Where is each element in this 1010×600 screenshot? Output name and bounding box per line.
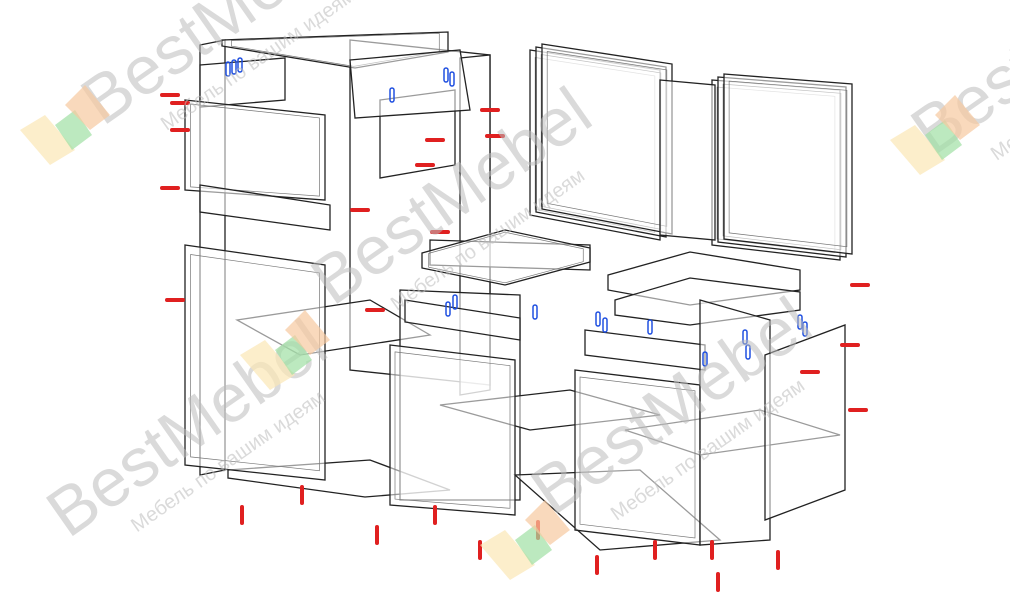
cam-fitting bbox=[647, 319, 653, 335]
logo-yellow-leaf bbox=[20, 115, 75, 165]
cam-fitting bbox=[449, 71, 455, 87]
cam-fitting bbox=[443, 67, 449, 83]
wall-door-right-3-inner bbox=[728, 80, 848, 248]
screw-horizontal bbox=[430, 230, 450, 234]
base-right-back bbox=[699, 299, 771, 546]
base-left-door bbox=[389, 344, 516, 516]
tall-cabinet-door-inner bbox=[190, 254, 320, 472]
screw-vertical bbox=[375, 525, 379, 545]
base-left-door-inner bbox=[394, 351, 511, 509]
wall-door-right-3 bbox=[723, 73, 853, 255]
cam-fitting bbox=[225, 61, 231, 77]
screw-vertical bbox=[776, 550, 780, 570]
screw-vertical bbox=[240, 505, 244, 525]
screw-vertical bbox=[716, 572, 720, 592]
cam-fitting bbox=[802, 321, 808, 337]
oven-frame-inner bbox=[190, 103, 320, 197]
cam-fitting bbox=[797, 314, 803, 330]
screw-horizontal bbox=[170, 128, 190, 132]
drawer-front-top bbox=[199, 57, 286, 108]
cam-fitting bbox=[237, 57, 243, 73]
screw-vertical bbox=[710, 540, 714, 560]
logo-green-leaf bbox=[515, 525, 552, 565]
drawer-left-box-inner bbox=[428, 231, 584, 284]
screw-horizontal bbox=[848, 408, 868, 412]
screw-horizontal bbox=[170, 101, 190, 105]
oven-frame bbox=[184, 99, 326, 201]
base-right-door-inner bbox=[579, 376, 696, 539]
screw-vertical bbox=[653, 540, 657, 560]
cam-fitting bbox=[532, 304, 538, 320]
logo-orange-leaf bbox=[285, 310, 330, 355]
screw-vertical bbox=[478, 540, 482, 560]
screw-vertical bbox=[300, 485, 304, 505]
logo-orange-leaf bbox=[525, 500, 570, 545]
upper-back-rail bbox=[349, 49, 471, 119]
logo-green-leaf bbox=[925, 120, 962, 160]
cam-fitting bbox=[231, 59, 237, 75]
cam-fitting bbox=[389, 87, 395, 103]
screw-horizontal bbox=[415, 163, 435, 167]
cam-fitting bbox=[742, 329, 748, 345]
cam-fitting bbox=[702, 351, 708, 367]
screw-vertical bbox=[433, 505, 437, 525]
cam-fitting bbox=[595, 311, 601, 327]
cam-fitting bbox=[602, 317, 608, 333]
logo-green-leaf bbox=[55, 110, 92, 150]
wall-back-strip bbox=[659, 79, 716, 241]
screw-horizontal bbox=[160, 186, 180, 190]
screw-horizontal bbox=[350, 208, 370, 212]
screw-horizontal bbox=[425, 138, 445, 142]
logo-yellow-leaf bbox=[480, 530, 535, 580]
screw-horizontal bbox=[165, 298, 185, 302]
logo-yellow-leaf bbox=[240, 340, 295, 390]
furniture-panels bbox=[184, 31, 853, 551]
screw-horizontal bbox=[160, 93, 180, 97]
drawer-front-left bbox=[404, 299, 521, 341]
logo-green-leaf bbox=[275, 335, 312, 375]
logo-orange-leaf bbox=[65, 85, 110, 130]
screw-horizontal bbox=[365, 308, 385, 312]
screw-horizontal bbox=[800, 370, 820, 374]
screw-horizontal bbox=[480, 108, 500, 112]
drawer-rail-panel bbox=[199, 184, 331, 231]
cam-fitting bbox=[445, 301, 451, 317]
base-right-side-panel bbox=[764, 324, 846, 521]
logo-yellow-leaf bbox=[890, 125, 945, 175]
watermark-logos bbox=[20, 85, 980, 580]
logo-orange-leaf bbox=[935, 95, 980, 140]
screw-horizontal bbox=[850, 283, 870, 287]
cam-fitting bbox=[452, 294, 458, 310]
cam-fitting bbox=[745, 344, 751, 360]
screw-vertical bbox=[595, 555, 599, 575]
screw-horizontal bbox=[485, 134, 505, 138]
screw-horizontal bbox=[840, 343, 860, 347]
